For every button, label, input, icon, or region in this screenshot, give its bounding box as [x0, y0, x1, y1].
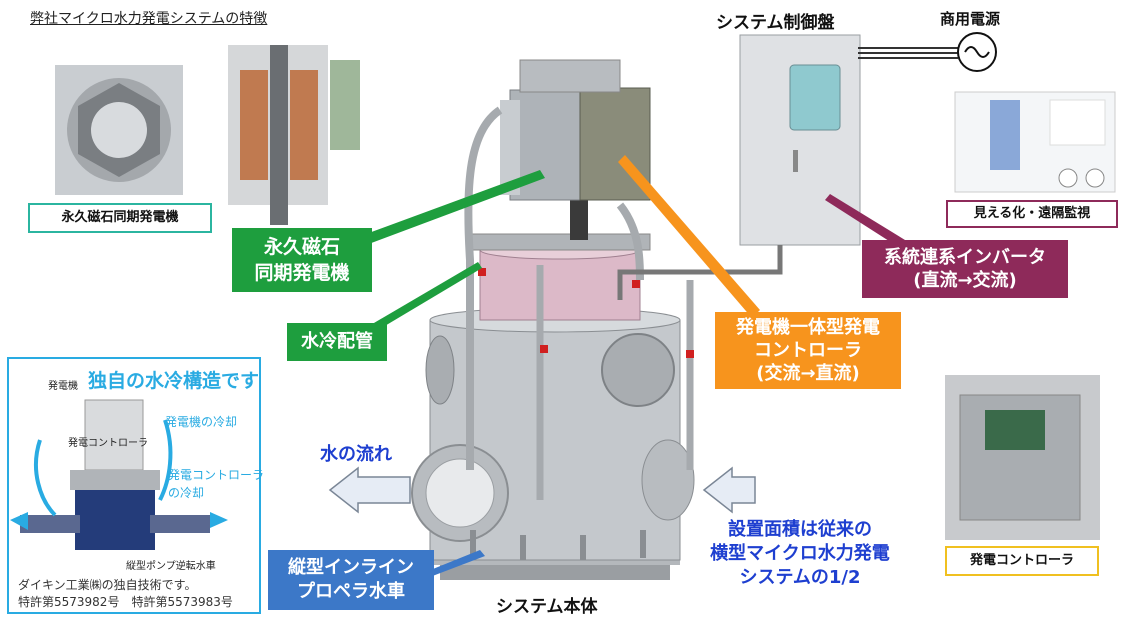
inverter-label-line-1: 系統連系インバータ: [884, 247, 1046, 268]
tech-note: ダイキン工業㈱の独自技術です。: [18, 578, 197, 592]
generator-label-line-2: 同期発電機: [254, 262, 350, 284]
install-area-text: 設置面積は従来の 横型マイクロ水力発電 システムの1/2: [680, 518, 920, 590]
turbine-label-line-2: プロペラ水車: [297, 581, 405, 602]
generator-label-line-1: 永久磁石: [263, 236, 340, 258]
system-panel-title: システム制御盤: [716, 13, 835, 33]
water-pipe-label: 水冷配管: [287, 323, 387, 361]
power-source-title: 商用電源: [940, 10, 1001, 28]
inverter-label: 系統連系インバータ (直流→交流): [862, 240, 1068, 298]
controller-label-line-2: コントローラ: [754, 340, 862, 361]
gen-cooling-text: 発電機の冷却: [165, 415, 238, 429]
turbine-label-line-1: 縦型インライン: [288, 557, 414, 578]
ctrl-cooling-text-2: の冷却: [168, 486, 205, 500]
install-area-line-1: 設置面積は従来の: [728, 519, 872, 540]
magnet-generator-caption: 永久磁石同期発電機: [28, 203, 212, 233]
controller-label: 発電機一体型発電 コントローラ (交流→直流): [715, 312, 901, 389]
flow-in-arrow: [702, 466, 756, 514]
monitoring-screen-image: [954, 91, 1116, 193]
pump-caption: 縦型ポンプ逆転水車: [126, 561, 216, 572]
install-area-line-2: 横型マイクロ水力発電: [710, 543, 890, 564]
system-body-illustration: [411, 59, 695, 580]
inverter-label-line-2: (直流→交流): [913, 270, 1017, 291]
flow-out-arrow: [328, 466, 411, 514]
cooling-pump-illustration: [10, 399, 228, 550]
control-cabinet-illustration: [617, 34, 958, 300]
page-title: 弊社マイクロ水力発電システムの特徴: [30, 11, 268, 27]
water-flow-label: 水の流れ: [320, 444, 392, 465]
cooling-heading: 独自の水冷構造です: [88, 370, 260, 392]
turbine-label: 縦型インライン プロペラ水車: [268, 550, 434, 610]
generator-cutaway-image: [228, 45, 360, 225]
system-body-caption: システム本体: [496, 597, 598, 617]
generator-label: 永久磁石 同期発電機: [232, 228, 372, 292]
install-area-line-3: システムの1/2: [739, 567, 861, 588]
cooling-controller-tag: 発電コントローラ: [68, 438, 148, 449]
patent-note: 特許第5573982号 特許第5573983号: [18, 595, 233, 609]
cooling-generator-tag: 発電機: [48, 381, 78, 392]
ctrl-cooling-text-1: 発電コントローラ: [168, 468, 265, 482]
controller-photo: [945, 375, 1100, 540]
controller-photo-caption: 発電コントローラ: [945, 546, 1099, 576]
ac-power-symbol: [957, 32, 997, 72]
monitoring-caption: 見える化・遠隔監視: [946, 200, 1118, 228]
controller-label-line-1: 発電機一体型発電: [736, 317, 880, 338]
controller-label-line-3: (交流→直流): [756, 363, 860, 384]
